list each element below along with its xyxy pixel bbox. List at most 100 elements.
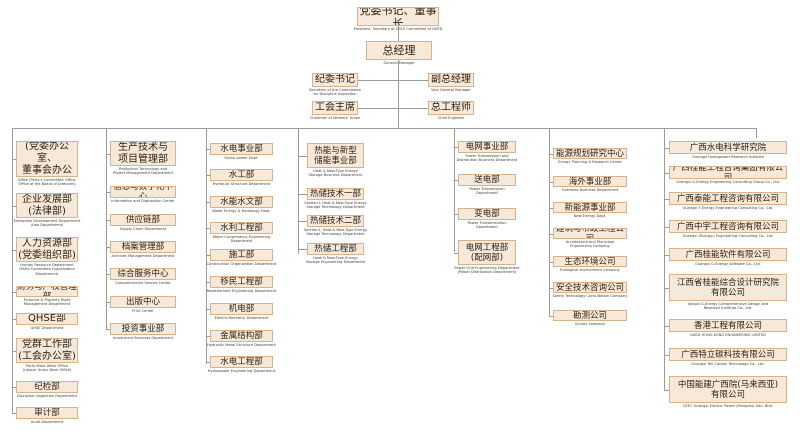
connector-line bbox=[398, 26, 399, 41]
org-node-title: 新能源事业部 bbox=[564, 202, 616, 213]
org-node-english-name: Chief Engineer bbox=[437, 116, 465, 120]
org-node-c6-0: 能源规划研究中心 bbox=[553, 148, 627, 159]
org-node-c3-8: 水电工程部 bbox=[210, 356, 273, 368]
org-node-c2-2: 供应链部 bbox=[110, 214, 176, 226]
org-node-english-name: Hydro-power Dept. bbox=[224, 156, 259, 160]
org-node-title: 党群工作部 (工会办公室) bbox=[18, 338, 76, 362]
org-node-english-name: Guangxi G-Energy Engineering Consulting … bbox=[676, 180, 780, 184]
org-node-title: 移民工程部 bbox=[220, 277, 263, 287]
connector-line bbox=[549, 262, 553, 263]
org-node-title: 电网工程部 (配网部) bbox=[465, 242, 509, 263]
connector-line bbox=[398, 60, 399, 128]
org-node-title: 热能与新型 储能事业部 bbox=[314, 145, 357, 166]
connector-line bbox=[206, 282, 210, 283]
org-node-title: 办公室 (党委办公室、 董事会办公室) bbox=[22, 141, 72, 176]
connector-line bbox=[549, 316, 553, 317]
org-node-english-name: Hydraulic Structure Department bbox=[212, 182, 271, 186]
connector-line bbox=[298, 128, 299, 254]
org-node-title: 水电事业部 bbox=[220, 144, 263, 154]
connector-line bbox=[106, 247, 110, 248]
org-node-c1-4: QHSE部 bbox=[16, 313, 78, 325]
org-node-c3-0: 水电事业部 bbox=[210, 143, 273, 155]
org-node-c7-6: 香港工程有限公司 bbox=[669, 319, 787, 332]
org-node-c1-3: 财务与产权管理部 bbox=[16, 286, 78, 297]
org-node-title: 金属结构部 bbox=[220, 331, 263, 341]
org-node-title: 水工部 bbox=[228, 170, 255, 180]
org-node-c2-5: 出版中心 bbox=[110, 296, 176, 308]
org-node-title: 纪委书记 bbox=[315, 74, 355, 85]
org-node-title: 广西水电科学研究院 bbox=[689, 142, 767, 153]
org-node-english-name: Section II, Heat & New-Type Energy Stora… bbox=[303, 228, 368, 237]
org-node-english-name: Guangxi G-Energy Software Co., Ltd. bbox=[695, 262, 761, 266]
org-node-c4-3: 热储工程部 bbox=[307, 243, 364, 255]
org-node-english-name: Energy Planning & Research Center bbox=[557, 160, 622, 164]
org-node-c1-7: 审计部 bbox=[16, 407, 78, 419]
org-node-c5-2: 变电部 bbox=[458, 208, 516, 220]
org-node-c6-3: 建筑与市政工程公司 bbox=[553, 228, 627, 239]
org-node-c2-3: 档案管理部 bbox=[110, 241, 176, 253]
org-node-c6-1: 海外事业部 bbox=[553, 176, 627, 187]
org-node-english-name: Human Resource Department (Party Committ… bbox=[19, 263, 75, 276]
connector-line bbox=[298, 221, 307, 222]
org-node-english-name: GXED HONG KONG ENGINEERING LIMITED bbox=[690, 333, 766, 337]
org-node-c7-5: 江西省桂能综合设计研究院 有限公司 bbox=[669, 274, 787, 301]
org-node-c7-2: 广西泰能工程咨询有限公司 bbox=[669, 192, 787, 205]
org-node-english-name: Vice General Manager bbox=[431, 88, 471, 92]
org-node-title: 海外事业部 bbox=[568, 176, 612, 187]
connector-line bbox=[358, 108, 428, 109]
org-node-c1-0: 办公室 (党委办公室、 董事会办公室) bbox=[16, 141, 78, 177]
org-node-deputy-gm: 副总经理 bbox=[428, 73, 474, 87]
connector-line bbox=[206, 362, 210, 363]
connector-line bbox=[206, 149, 210, 150]
org-node-title: 江西省桂能综合设计研究院 有限公司 bbox=[676, 277, 779, 298]
org-node-title: 财务与产权管理部 bbox=[17, 286, 77, 297]
connector-line bbox=[206, 228, 210, 229]
org-node-title: 总经理 bbox=[382, 44, 416, 57]
connector-line bbox=[106, 302, 110, 303]
org-node-title: 施工部 bbox=[228, 250, 255, 260]
connector-line bbox=[12, 413, 16, 414]
org-node-c6-5: 安全技术咨询公司 bbox=[553, 282, 627, 293]
org-node-c7-3: 广西中宇工程咨询有限公司 bbox=[669, 220, 787, 233]
org-node-c7-0: 广西水电科学研究院 bbox=[669, 141, 787, 154]
connector-line bbox=[106, 154, 110, 155]
org-node-english-name: Guangxi Teli Carbon Technology Co., Ltd. bbox=[691, 362, 765, 366]
org-node-gm: 总经理 bbox=[366, 41, 432, 60]
org-node-english-name: Party-Mass Affair Office (Labour Union W… bbox=[22, 364, 72, 373]
org-node-c2-0: 生产技术与 项目管理部 bbox=[110, 141, 176, 166]
org-node-english-name: Overseas Business Department bbox=[561, 188, 619, 192]
connector-line bbox=[549, 154, 553, 155]
org-node-title: 人力资源部 (党委组织部) bbox=[18, 237, 76, 261]
connector-line bbox=[206, 128, 207, 364]
org-node-c1-1: 企业发展部 (法律部) bbox=[16, 193, 78, 218]
org-node-english-name: Supply Chain Department bbox=[119, 227, 167, 231]
connector-line bbox=[664, 227, 669, 228]
org-node-title: 建筑与市政工程公司 bbox=[555, 228, 624, 239]
connector-line bbox=[298, 249, 307, 250]
connector-line bbox=[454, 128, 455, 252]
connector-line bbox=[664, 355, 669, 356]
org-node-c3-7: 金属结构部 bbox=[210, 330, 273, 342]
org-node-c6-2: 新能源事业部 bbox=[553, 202, 627, 213]
org-node-english-name: Resettlement Engineering Department bbox=[206, 289, 277, 293]
org-node-c1-2: 人力资源部 (党委组织部) bbox=[16, 237, 78, 262]
org-node-english-name: Archives Management Department bbox=[111, 254, 175, 258]
org-node-title: 综合服务中心 bbox=[117, 269, 169, 279]
org-node-title: 工会主席 bbox=[315, 102, 355, 113]
org-node-title: 广西桂能工程咨询集团有限公司 bbox=[672, 166, 784, 179]
org-node-c7-1: 广西桂能工程咨询集团有限公司 bbox=[669, 166, 787, 179]
org-node-c6-6: 勘测公司 bbox=[553, 310, 627, 321]
org-node-english-name: Information and Digitization Center bbox=[111, 199, 175, 203]
org-node-english-name: Heat & New-Type Energy Storage Business … bbox=[308, 169, 363, 178]
connector-line bbox=[756, 128, 757, 138]
connector-line bbox=[664, 255, 669, 256]
org-node-english-name: Power Transmission Department bbox=[469, 187, 505, 196]
org-node-title: 供应链部 bbox=[125, 215, 160, 225]
org-node-title: 投资事业部 bbox=[121, 324, 165, 334]
connector-line bbox=[454, 253, 458, 254]
connector-line bbox=[206, 336, 210, 337]
connector-line bbox=[664, 326, 669, 327]
connector-line bbox=[206, 175, 210, 176]
connector-line bbox=[206, 202, 210, 203]
connector-line bbox=[549, 288, 553, 289]
